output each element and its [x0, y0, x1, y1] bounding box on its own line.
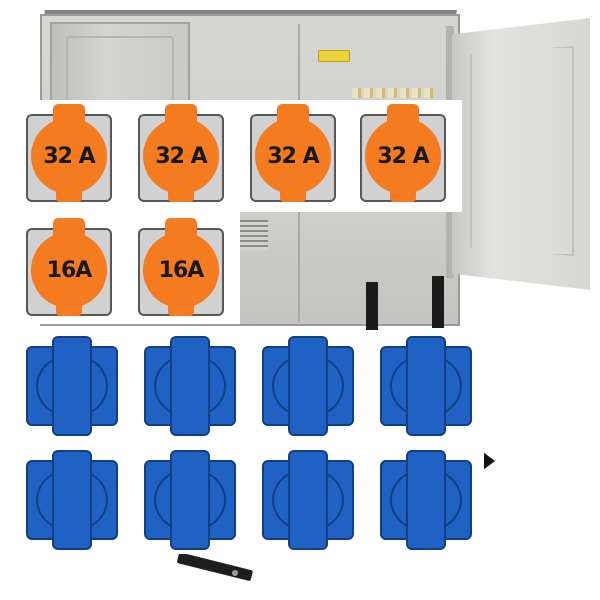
- cee-socket-32a: 32 A: [356, 104, 452, 204]
- cabinet-vent-grille: [240, 220, 268, 250]
- schuko-socket: [260, 450, 356, 550]
- cabinet-leg-left: [366, 282, 378, 330]
- cee-socket-16a: 16A: [22, 218, 118, 318]
- socket-rating: 32 A: [267, 143, 319, 169]
- cee-socket-16a: 16A: [134, 218, 230, 318]
- cabinet-strap: [176, 552, 254, 582]
- cee-socket-32a: 32 A: [134, 104, 230, 204]
- cabinet-warning-label: [318, 50, 350, 62]
- schuko-socket: [24, 336, 120, 436]
- cee-socket-32a: 32 A: [246, 104, 342, 204]
- cabinet-strap-bolt: [232, 570, 238, 576]
- socket-rating: 32 A: [377, 143, 429, 169]
- cee-socket-32a: 32 A: [22, 104, 118, 204]
- socket-rating: 16A: [46, 257, 93, 283]
- cabinet-leg-right: [432, 276, 444, 328]
- cabinet-terminal-strip: [352, 88, 434, 98]
- schuko-socket: [24, 450, 120, 550]
- cabinet-open-door: [452, 18, 590, 290]
- schuko-socket: [378, 450, 474, 550]
- triangle-pointer-icon: [483, 452, 495, 470]
- socket-rating: 32 A: [43, 143, 95, 169]
- schuko-socket: [142, 336, 238, 436]
- socket-rating: 32 A: [155, 143, 207, 169]
- schuko-socket: [142, 450, 238, 550]
- schuko-socket: [260, 336, 356, 436]
- schuko-socket: [378, 336, 474, 436]
- socket-rating: 16A: [158, 257, 205, 283]
